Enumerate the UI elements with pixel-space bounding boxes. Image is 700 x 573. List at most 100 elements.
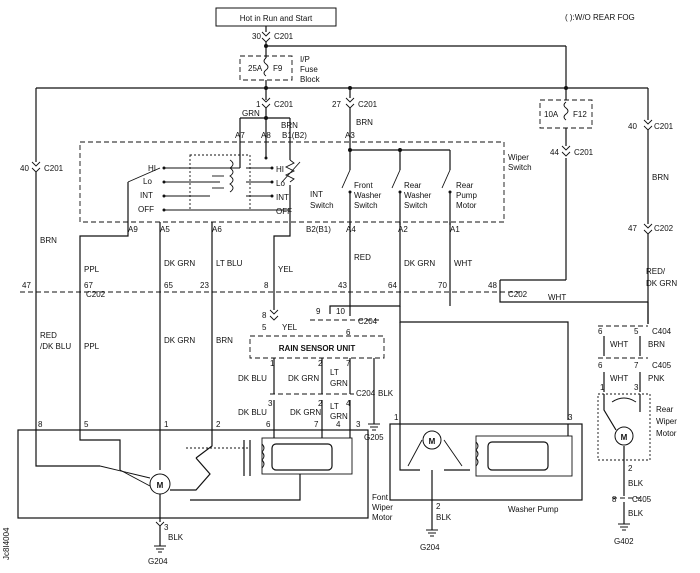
svg-text:2: 2 [436,502,441,511]
svg-text:BLK: BLK [168,533,184,542]
svg-text:Lo: Lo [143,177,152,186]
svg-text:Switch: Switch [404,201,428,210]
svg-text:7: 7 [314,420,319,429]
ground-g205-icon [368,423,380,431]
svg-text:C405: C405 [632,495,652,504]
wiper-switch-block [79,141,505,223]
svg-text:Switch: Switch [508,163,532,172]
svg-text:C201: C201 [44,164,64,173]
svg-text:C404: C404 [652,327,672,336]
svg-text:10: 10 [336,307,345,316]
ground-g402-icon [618,523,630,531]
svg-text:4: 4 [346,399,351,408]
svg-text:7: 7 [346,359,351,368]
svg-text:G204: G204 [148,557,168,566]
svg-text:2: 2 [318,399,323,408]
svg-text:44: 44 [550,148,559,157]
svg-text:BLK: BLK [436,513,452,522]
svg-text:INT: INT [140,191,153,200]
svg-text:5: 5 [84,420,89,429]
svg-text:M: M [621,433,628,442]
svg-text:BLK: BLK [628,509,644,518]
svg-text:64: 64 [388,281,397,290]
svg-text:A1: A1 [450,225,460,234]
svg-text:Motor: Motor [372,513,393,522]
svg-text:M: M [157,481,164,490]
svg-text:5: 5 [634,327,639,336]
svg-text:WHT: WHT [610,374,628,383]
svg-text:DK GRN: DK GRN [646,279,677,288]
svg-text:DK GRN: DK GRN [164,336,195,345]
svg-text:C202: C202 [654,224,674,233]
svg-text:A7: A7 [235,131,245,140]
svg-text:DK GRN: DK GRN [288,374,319,383]
svg-text:C204: C204 [356,389,376,398]
svg-text:Motor: Motor [656,429,677,438]
fuse-f9-icon [263,57,269,77]
svg-text:Motor: Motor [456,201,477,210]
svg-text:Lo: Lo [276,179,285,188]
svg-text:1: 1 [394,413,399,422]
svg-text:47: 47 [628,224,637,233]
svg-text:C201: C201 [574,148,594,157]
svg-text:BRN: BRN [356,118,373,127]
svg-text:6: 6 [598,327,603,336]
svg-text:A8: A8 [261,131,271,140]
svg-text:Rear: Rear [656,405,674,414]
svg-text:3: 3 [164,523,169,532]
svg-text:YEL: YEL [278,265,294,274]
svg-text:3: 3 [568,413,573,422]
svg-text:WHT: WHT [454,259,472,268]
svg-text:8: 8 [264,281,269,290]
svg-text:A9: A9 [128,225,138,234]
svg-text:BRN: BRN [652,173,669,182]
svg-text:2: 2 [318,359,323,368]
svg-text:C202: C202 [508,290,528,299]
svg-text:BRN: BRN [216,336,233,345]
svg-text:C202: C202 [86,290,106,299]
rain-sensor-unit [249,335,385,359]
svg-text:B1(B2): B1(B2) [282,131,307,140]
svg-text:A2: A2 [398,225,408,234]
svg-text:Rear: Rear [456,181,474,190]
washer-pump-motor-icon [422,430,442,450]
svg-text:BRN: BRN [281,121,298,130]
svg-text:Washer: Washer [404,191,432,200]
svg-text:Rear: Rear [404,181,422,190]
int-resistor-icon [284,159,296,183]
svg-text:Wiper: Wiper [372,503,393,512]
svg-text:6: 6 [266,420,271,429]
svg-text:HI: HI [148,164,156,173]
svg-text:LT BLU: LT BLU [216,259,243,268]
svg-text:2: 2 [628,464,633,473]
svg-text:Pump: Pump [456,191,477,200]
svg-text:40: 40 [628,122,637,131]
svg-text:Wiper: Wiper [656,417,677,426]
svg-text:Fuse: Fuse [300,65,318,74]
svg-text:4: 4 [336,420,341,429]
front-wiper-motor-box [17,429,369,519]
svg-text:YEL: YEL [282,323,298,332]
svg-text:F12: F12 [573,110,587,119]
svg-text:3: 3 [634,383,639,392]
svg-text:6: 6 [346,328,351,337]
relay-coil-icon [229,159,234,193]
svg-text:INT: INT [276,193,289,202]
note-label: ( ):W/O REAR FOG [565,13,635,22]
svg-text:5: 5 [262,323,267,332]
svg-text:PPL: PPL [84,265,100,274]
svg-text:A6: A6 [212,225,222,234]
svg-text:Wiper: Wiper [508,153,529,162]
svg-text:Washer: Washer [354,191,382,200]
svg-text:8: 8 [262,311,267,320]
int-relay-module [189,154,251,211]
svg-text:Washer Pump: Washer Pump [508,505,559,514]
svg-text:G205: G205 [364,433,384,442]
rain-sensor-label: RAIN SENSOR UNIT [279,344,356,353]
power-source-box [215,7,337,27]
svg-text:48: 48 [488,281,497,290]
svg-text:25A: 25A [248,64,263,73]
svg-text:C201: C201 [274,32,294,41]
svg-text:LT: LT [330,368,339,377]
